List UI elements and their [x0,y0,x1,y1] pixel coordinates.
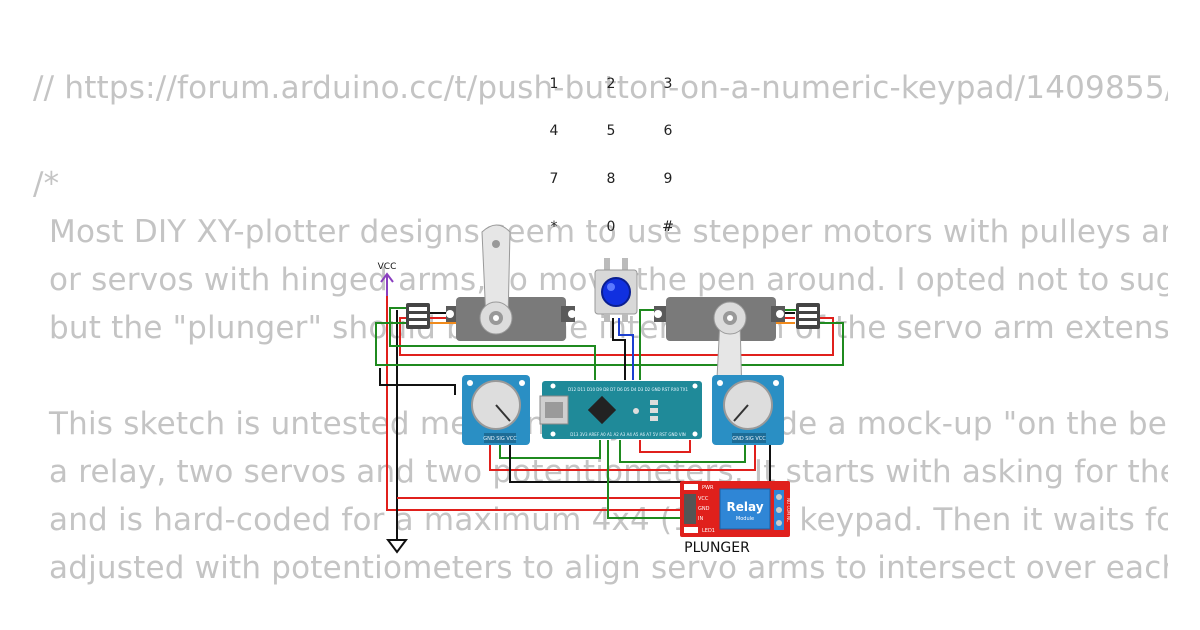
vcc-label: VCC [378,262,397,272]
push-button[interactable] [594,258,638,322]
keypad-key-1[interactable]: 1 [550,76,559,92]
wire-ground-black [397,384,456,395]
relay-pin-pwr: PWR [702,485,714,491]
wire-servo-signal-left [389,307,596,380]
keypad-key-9[interactable]: 9 [664,171,673,187]
wires [375,280,844,540]
keypad-key-2[interactable]: 2 [607,76,616,92]
servo-right-connector [796,303,820,329]
wire-button-blue [618,318,634,380]
nano-top-pin-labels: D12 D11 D10 D9 D8 D7 D6 D5 D4 D3 D2 GND … [568,387,688,392]
servo-left[interactable] [446,224,576,341]
relay-module[interactable]: PWR VCC GND IN LED1 Relay Module NO COM … [680,481,791,537]
relay-pin-vcc: VCC [698,496,709,502]
pot-left-pin-labels: GND SIG VCC [483,436,517,442]
relay-output-labels: NO COM NC [786,498,791,522]
keypad-key-4[interactable]: 4 [550,123,559,139]
relay-block [719,488,771,530]
ground-icon [386,539,408,554]
wire-pot-left-sig [499,440,601,459]
wire-pot-right-sig [619,440,746,463]
keypad-key-3[interactable]: 3 [664,76,673,92]
code-line: adjusted with potentiometers to align se… [49,550,1168,586]
servo-left-horn[interactable] [481,224,511,321]
keypad-key-0[interactable]: 0 [607,219,616,235]
push-button-cap[interactable] [601,277,631,307]
ground-symbol [386,539,408,554]
wire-servo-signal [375,322,844,366]
relay-subtitle: Module [736,516,754,522]
wire-servo-power [399,317,834,356]
keypad-key-7[interactable]: 7 [550,171,559,187]
code-line-comment-open: /* [33,166,60,202]
relay-pin-in: IN [698,516,703,522]
keypad-key-8[interactable]: 8 [607,171,616,187]
relay-pin-led1: LED1 [702,528,715,534]
pot-right-pin-labels: GND SIG VCC [732,436,766,442]
keypad-key-6[interactable]: 6 [664,123,673,139]
potentiometer-left[interactable]: GND SIG VCC [462,375,530,445]
wire-button-black [612,318,626,380]
microcontroller-chip [587,395,617,425]
code-line: Most DIY XY-plotter designs seem to use … [49,214,1168,250]
wire-relay-in [607,440,690,519]
arduino-nano[interactable]: D12 D11 D10 D9 D8 D7 D6 D5 D4 D3 D2 GND … [539,381,702,439]
vcc-symbol: VCC [378,262,397,296]
numeric-keypad[interactable]: 1 2 3 4 5 6 7 8 9 * 0 # [550,76,674,235]
relay-title: Relay [726,500,763,514]
servo-left-connector [406,303,430,329]
wire-vcc-red [386,280,690,511]
wire-ground-black [379,368,397,386]
plunger-label: PLUNGER [684,540,750,556]
keypad-key-5[interactable]: 5 [607,123,616,139]
wire-nano-5v [639,440,691,453]
keypad-key-hash[interactable]: # [662,219,674,235]
wire-pot-gnd [509,445,771,483]
arduino-nano-board [542,381,702,439]
potentiometer-right[interactable]: GND SIG VCC [712,375,784,445]
code-line-url: // https://forum.arduino.cc/t/push-butto… [33,70,1168,106]
nano-bottom-pin-labels: D13 3V3 AREF A0 A1 A2 A3 A4 A5 A6 A7 5V … [570,432,686,437]
relay-pin-gnd: GND [698,506,710,512]
wire-pot-vcc [489,445,756,471]
keypad-key-star[interactable]: * [551,219,558,235]
